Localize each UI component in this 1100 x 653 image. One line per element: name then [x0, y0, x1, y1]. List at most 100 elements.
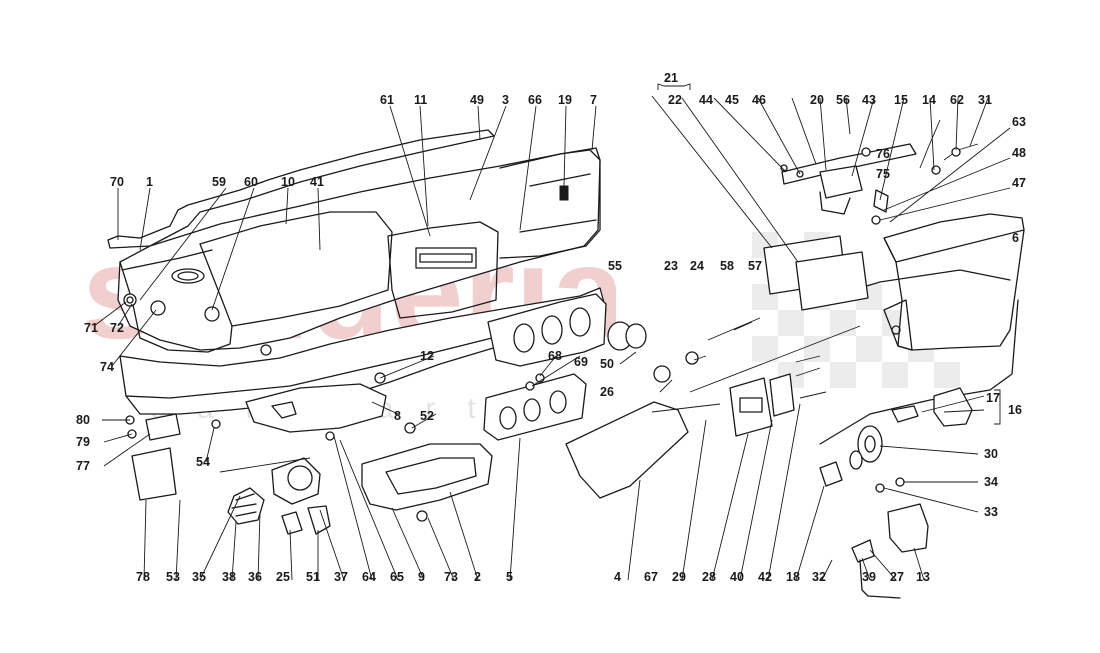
callout-45: 45: [725, 93, 739, 107]
callout-67: 67: [644, 570, 658, 584]
part-nut-76: [861, 147, 871, 157]
part-clip-51: [307, 505, 331, 535]
part-glovebox-lid: [883, 213, 1025, 351]
callout-41: 41: [310, 175, 324, 189]
part-air-vent-left-inner: [177, 271, 199, 281]
part-bracket-leg: [819, 191, 851, 215]
part-glovebox-hinge-hole: [891, 325, 901, 335]
leaders-top: [117, 105, 597, 311]
part-ring-50: [685, 351, 699, 365]
part-rail: [107, 129, 495, 249]
part-ashtray-housing: [361, 443, 493, 511]
part-tunnel-cover: [245, 383, 387, 433]
part-glovebox-lid-edge: [883, 229, 1025, 263]
callout-51: 51: [306, 570, 320, 584]
callout-23: 23: [664, 259, 678, 273]
part-ashtray-door: [565, 401, 689, 499]
part-ashtray-opening: [385, 457, 477, 495]
callout-18: 18: [786, 570, 800, 584]
part-solenoid: [887, 503, 929, 553]
callout-55: 55: [608, 259, 622, 273]
part-bracket-78: [131, 447, 177, 501]
callout-59: 59: [212, 175, 226, 189]
part-lock-key: [819, 461, 843, 487]
callout-63: 63: [1012, 115, 1026, 129]
part-nut-73: [416, 510, 428, 522]
callout-72: 72: [110, 321, 124, 335]
callout-12: 12: [420, 349, 434, 363]
callout-10: 10: [281, 175, 295, 189]
part-glovebox-hinge: [883, 299, 913, 351]
callout-42: 42: [758, 570, 772, 584]
callout-46: 46: [752, 93, 766, 107]
callout-75: 75: [876, 167, 890, 181]
part-radio-housing: [387, 221, 499, 319]
part-lamp-lens: [739, 397, 763, 413]
callout-3: 3: [502, 93, 509, 107]
callout-11: 11: [414, 93, 427, 107]
part-nut-34: [895, 477, 905, 487]
part-nut-52: [404, 422, 416, 434]
callout-53: 53: [166, 570, 180, 584]
part-console-hole-2: [541, 315, 563, 345]
part-tunnel-cover-slot: [271, 401, 297, 419]
part-radio-slot-inner: [419, 253, 473, 263]
part-bracket-15: [873, 189, 889, 213]
callout-66: 66: [528, 93, 542, 107]
part-screw-54: [211, 419, 221, 429]
callout-64: 64: [362, 570, 376, 584]
leaders-bottom: [93, 301, 985, 581]
callout-43: 43: [862, 93, 876, 107]
part-lock-lever: [891, 405, 919, 423]
callout-69: 69: [574, 355, 588, 369]
callout-40: 40: [730, 570, 744, 584]
callout-2: 2: [474, 570, 481, 584]
divider-misc: [651, 325, 861, 413]
part-fitting-71-inner: [126, 296, 134, 304]
callout-8: 8: [394, 409, 401, 423]
part-lock-bracket: [933, 387, 973, 427]
part-switch-hole-3: [549, 390, 567, 414]
part-switch-19: [559, 185, 569, 201]
part-hose-38: [227, 487, 265, 525]
part-fitting-60: [204, 306, 220, 322]
callout-35: 35: [192, 570, 206, 584]
callout-54: 54: [196, 455, 210, 469]
part-radio-slot: [415, 247, 477, 269]
callout-47: 47: [1012, 176, 1026, 190]
callout-20: 20: [810, 93, 824, 107]
part-cable-14: [919, 119, 979, 169]
callout-4: 4: [614, 570, 621, 584]
callout-29: 29: [672, 570, 686, 584]
callout-19: 19: [558, 93, 572, 107]
part-lock-cylinder-core: [864, 435, 876, 453]
part-bezel-24: [625, 323, 647, 349]
dashboard-parts: [93, 83, 1025, 599]
callout-50: 50: [600, 357, 614, 371]
callout-80: 80: [76, 413, 90, 427]
part-lamp-housing: [729, 377, 773, 437]
callout-58: 58: [720, 259, 734, 273]
bracket-16: [994, 389, 1001, 425]
callout-16: 16: [1008, 403, 1022, 417]
callout-26: 26: [600, 385, 614, 399]
part-fitting-74: [150, 300, 166, 316]
part-lamp-bracket: [769, 373, 795, 417]
callout-38: 38: [222, 570, 236, 584]
part-lock-washer: [849, 450, 863, 470]
callout-6: 6: [1012, 231, 1019, 245]
part-console-hole-3: [569, 307, 591, 337]
callout-5: 5: [506, 570, 513, 584]
part-relay-43: [819, 165, 863, 199]
callout-9: 9: [418, 570, 425, 584]
part-switch-plate: [483, 373, 587, 441]
callout-77: 77: [76, 459, 90, 473]
callout-57: 57: [748, 259, 762, 273]
part-switch-hole-2: [523, 398, 541, 422]
callout-33: 33: [984, 505, 998, 519]
part-lock-cylinder: [857, 425, 883, 463]
part-nut-47: [871, 215, 881, 225]
part-nut-69: [525, 381, 535, 391]
callout-44: 44: [699, 93, 713, 107]
callout-61: 61: [380, 93, 394, 107]
